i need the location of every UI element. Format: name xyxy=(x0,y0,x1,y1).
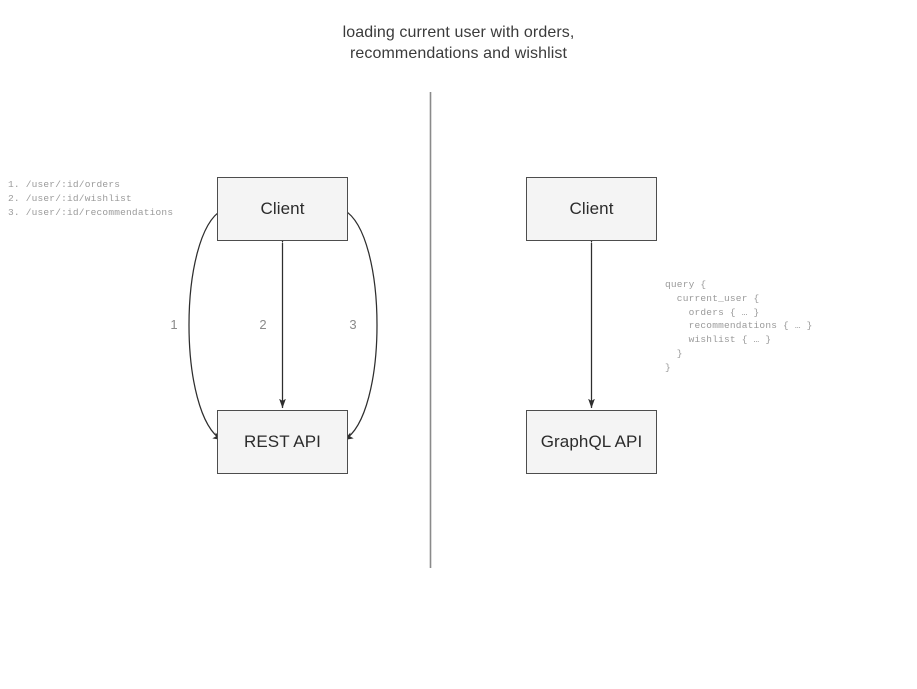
node-graphql-client-label: Client xyxy=(569,199,614,218)
node-rest-api-label: REST API xyxy=(243,432,322,451)
node-rest-client-label: Client xyxy=(260,199,305,218)
node-rest-api[interactable]: REST API xyxy=(217,410,348,474)
node-rest-client[interactable]: Client xyxy=(217,177,348,241)
rest-edge-2-label: 2 xyxy=(259,317,267,332)
node-graphql-api[interactable]: GraphQL API xyxy=(526,410,657,474)
rest-edge-3-label: 3 xyxy=(349,317,357,332)
rest-endpoint-list: 1. /user/:id/orders 2. /user/:id/wishlis… xyxy=(8,179,174,218)
rest-edge-1-curve-left xyxy=(188,202,232,441)
rest-edge-1-label: 1 xyxy=(170,317,178,332)
node-graphql-client[interactable]: Client xyxy=(526,177,657,241)
graphql-query-snippet: query { current_user { orders { … } reco… xyxy=(665,279,813,373)
node-graphql-api-label: GraphQL API xyxy=(540,432,643,451)
page-title: loading current user with orders, recomm… xyxy=(342,24,575,62)
